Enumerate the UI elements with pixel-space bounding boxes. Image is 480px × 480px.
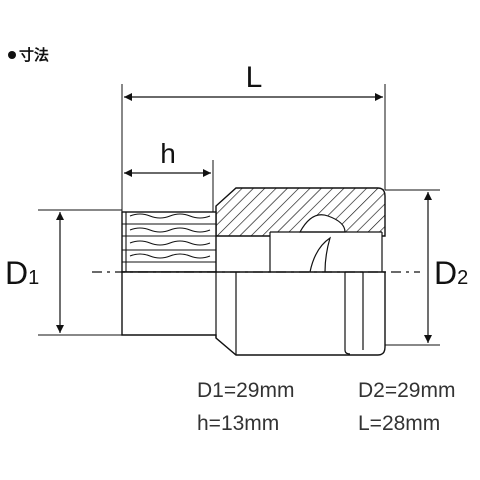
hatched-section: [215, 187, 386, 237]
socket-body: [121, 187, 386, 356]
extension-lines: [38, 84, 440, 346]
section-title: 寸法: [8, 44, 49, 65]
h-label: h: [160, 138, 176, 169]
spec-d2: D2=29mm: [358, 379, 455, 402]
spec-h: h=13mm: [197, 412, 279, 435]
d1-label: D1: [5, 255, 39, 291]
section-title-text: 寸法: [19, 46, 50, 64]
spec-l: L=28mm: [358, 412, 440, 435]
d2-label: D2: [434, 255, 468, 291]
l-label: L: [246, 61, 263, 94]
spec-d1: D1=29mm: [197, 379, 294, 402]
dimension-lines: [56, 93, 432, 343]
bullet-icon: [8, 50, 16, 59]
